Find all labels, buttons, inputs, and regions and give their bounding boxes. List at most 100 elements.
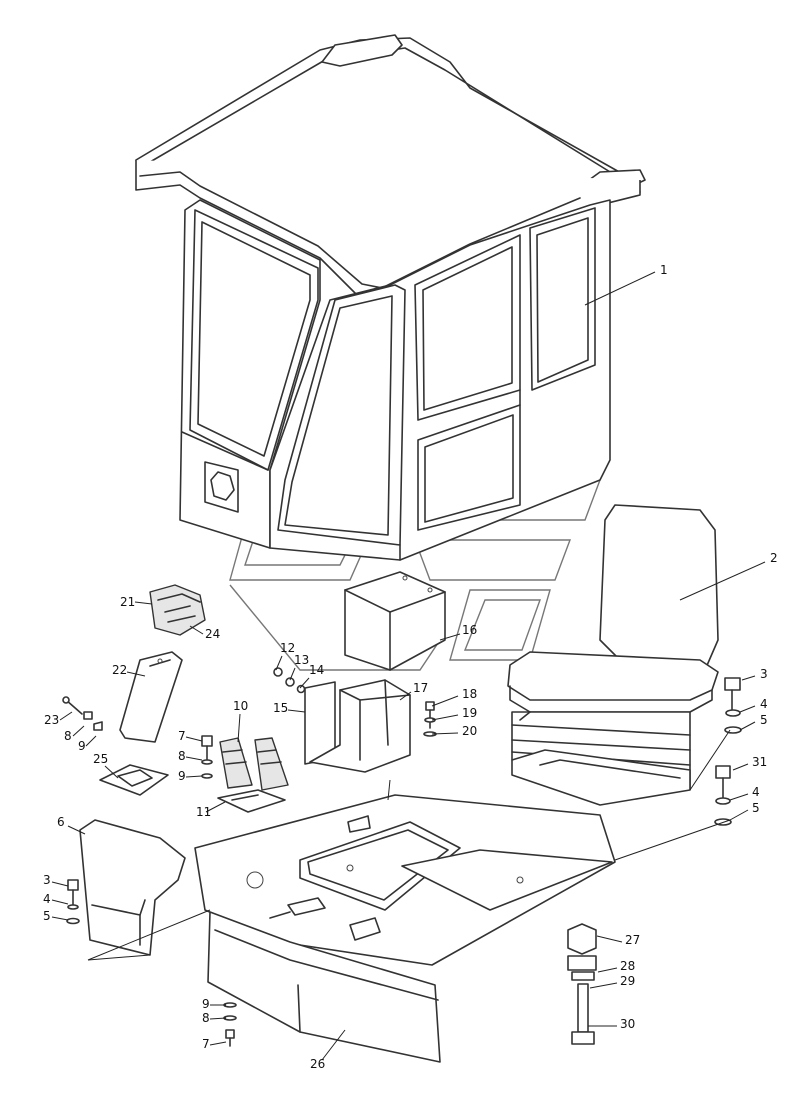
callout-label-c10: 10 — [233, 699, 248, 713]
callout-label-c22: 22 — [112, 663, 127, 677]
callout-label-c3a: 3 — [760, 667, 768, 681]
callout-label-c14: 14 — [309, 663, 324, 677]
callout-label-c29: 29 — [620, 974, 635, 988]
callout-label-c28: 28 — [620, 959, 635, 973]
callout-label-c26: 26 — [310, 1057, 325, 1071]
side-console-6 — [79, 819, 186, 956]
callout-label-c4b: 4 — [752, 785, 760, 799]
callout-leader-c24 — [189, 625, 204, 635]
callout-label-c18: 18 — [462, 687, 477, 701]
callout-leader-c23 — [59, 711, 73, 721]
callout-label-c5b: 5 — [752, 801, 760, 815]
callout-leader-c5a — [739, 721, 756, 731]
callout-label-c30: 30 — [620, 1017, 635, 1031]
callout-label-c16: 16 — [462, 623, 477, 637]
callout-label-c25: 25 — [93, 752, 108, 766]
callout-leader-c11 — [205, 801, 226, 813]
callout-leader-c3b — [51, 881, 69, 887]
cab-body — [135, 34, 646, 561]
seat-frame-bracket — [304, 679, 411, 773]
callout-label-c8c: 8 — [202, 1011, 210, 1025]
callout-label-c12: 12 — [280, 641, 295, 655]
callout-label-c5a: 5 — [760, 713, 768, 727]
callout-label-c23: 23 — [44, 713, 59, 727]
callout-leader-c9a — [85, 735, 97, 747]
callout-leader-c18 — [431, 695, 459, 707]
callout-leader-c13 — [289, 667, 296, 681]
callout-leader-c28 — [597, 967, 618, 973]
callout-leader-c8b — [185, 756, 203, 761]
seat-fasteners — [714, 677, 742, 826]
callout-leader-c26 — [321, 1029, 346, 1061]
callout-leader-c3a — [741, 675, 756, 681]
callout-label-c4c: 4 — [43, 892, 51, 906]
callout-label-c7a: 7 — [178, 729, 186, 743]
connecting-lines — [387, 729, 731, 861]
callout-leader-c7b — [209, 1041, 227, 1046]
callout-leader-c6 — [67, 825, 86, 835]
callout-label-c8a: 8 — [64, 729, 72, 743]
callout-leader-c4a — [739, 705, 756, 713]
callout-label-c19: 19 — [462, 706, 477, 720]
callout-leader-c4b — [729, 793, 749, 801]
callout-leader-c21 — [134, 601, 153, 605]
callout-label-c27: 27 — [625, 933, 640, 947]
floor-plate — [194, 794, 616, 966]
callout-leader-c31 — [732, 763, 749, 771]
front-cover-26 — [207, 911, 441, 1063]
callout-label-c15: 15 — [273, 701, 288, 715]
callout-leader-c8c — [209, 1017, 227, 1020]
callout-leader-c7a — [185, 736, 203, 742]
foot-pedals — [219, 737, 289, 791]
callout-label-c2: 2 — [770, 551, 778, 565]
callout-leader-c14 — [299, 677, 310, 689]
battery-box — [344, 571, 446, 671]
callout-leader-c19 — [431, 714, 459, 721]
callout-leader-c2 — [679, 561, 766, 601]
callout-leader-c27 — [596, 935, 623, 943]
frame-fasteners — [423, 701, 437, 737]
callout-leader-c20 — [431, 732, 459, 735]
callout-leader-c8a — [72, 725, 85, 737]
pedal-fasteners — [201, 735, 213, 779]
callout-label-c9b: 9 — [178, 769, 186, 783]
callout-leader-c10 — [237, 713, 241, 743]
callout-label-c3b: 3 — [43, 873, 51, 887]
callout-leader-c25 — [104, 765, 119, 779]
callout-label-c7b: 7 — [202, 1037, 210, 1051]
callout-leader-c1 — [584, 271, 656, 306]
callout-label-c31: 31 — [752, 755, 767, 769]
callout-label-c6: 6 — [57, 815, 65, 829]
callout-label-c5c: 5 — [43, 909, 51, 923]
control-knob-21 — [149, 584, 206, 636]
callout-leader-c9b — [185, 775, 203, 778]
callout-label-c17: 17 — [413, 681, 428, 695]
callout-label-c11: 11 — [196, 805, 211, 819]
small-bolts — [62, 696, 103, 731]
cover-fasteners — [223, 1002, 237, 1047]
callout-leader-c15 — [287, 709, 306, 713]
pedal-base-25 — [99, 764, 169, 796]
callout-leader-c5c — [51, 916, 69, 921]
callout-leader-c17 — [399, 691, 412, 701]
callout-leader-c12 — [275, 655, 283, 671]
callout-leader-c29 — [589, 982, 618, 989]
console-fasteners — [66, 879, 211, 961]
callout-label-c9c: 9 — [202, 997, 210, 1011]
handle-bar-22 — [119, 651, 183, 743]
callout-label-c20: 20 — [462, 724, 477, 738]
callout-label-c24: 24 — [205, 627, 220, 641]
callout-label-c8b: 8 — [178, 749, 186, 763]
callout-leader-c5b — [729, 809, 749, 821]
mounting-plate-11 — [217, 789, 286, 813]
callout-label-c9a: 9 — [78, 739, 86, 753]
operator-seat — [507, 504, 719, 806]
cab-mount-isolator — [567, 923, 597, 1045]
callout-label-c21: 21 — [120, 595, 135, 609]
callout-label-c1: 1 — [660, 263, 668, 277]
callout-label-c13: 13 — [294, 653, 309, 667]
callout-leader-c4c — [51, 899, 69, 905]
callout-leader-c16 — [439, 633, 461, 641]
